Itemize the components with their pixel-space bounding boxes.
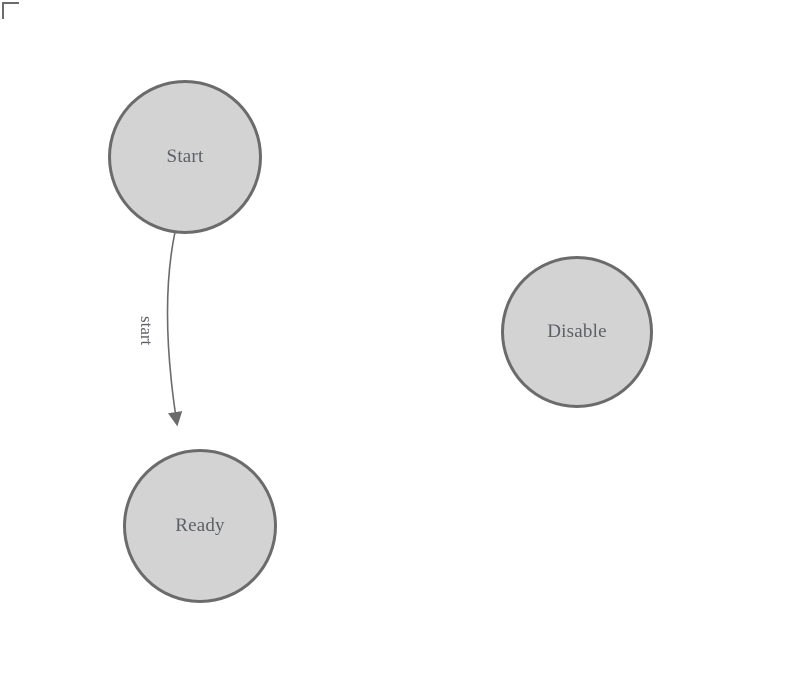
edge-start-to-ready[interactable] [166, 231, 183, 427]
state-node-disable-label: Disable [547, 321, 607, 342]
state-node-ready[interactable]: Ready [123, 449, 277, 603]
edge-label-start: start [137, 316, 156, 346]
state-node-disable[interactable]: Disable [501, 256, 653, 408]
edge-path-start-to-ready [166, 231, 183, 427]
state-node-start-label: Start [166, 146, 204, 167]
canvas-corner-mark [2, 2, 19, 19]
state-node-start[interactable]: Start [108, 80, 262, 234]
state-node-ready-label: Ready [175, 515, 225, 536]
